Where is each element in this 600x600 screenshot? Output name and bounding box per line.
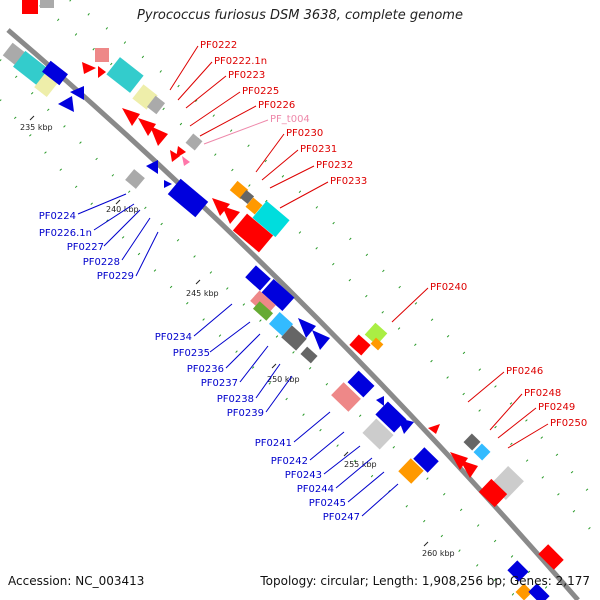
scale-label: 250 kbp bbox=[267, 375, 300, 384]
gene-label-minus[interactable]: PF0224 bbox=[39, 211, 76, 222]
scale-label: 255 kbp bbox=[344, 460, 377, 469]
gene-label-plus[interactable]: PF0233 bbox=[330, 176, 367, 187]
scale-label: 240 kbp bbox=[106, 205, 139, 214]
gene-label-minus[interactable]: PF0234 bbox=[155, 332, 192, 343]
gene-label-minus[interactable]: PF0239 bbox=[227, 408, 264, 419]
plus-strand-genes bbox=[22, 0, 564, 570]
gene-label-minus[interactable]: PF0245 bbox=[309, 498, 346, 509]
scale-label: 235 kbp bbox=[20, 123, 53, 132]
gene-label-plus[interactable]: PF0249 bbox=[538, 402, 575, 413]
gene-label-minus[interactable]: PF0227 bbox=[67, 242, 104, 253]
accession-text: Accession: NC_003413 bbox=[8, 574, 145, 588]
genome-title: Pyrococcus furiosus DSM 3638, complete g… bbox=[137, 8, 463, 23]
rna-leader-line bbox=[203, 119, 269, 145]
gene-label-plus[interactable]: PF0240 bbox=[430, 282, 467, 293]
gene-label-minus[interactable]: PF0237 bbox=[201, 378, 238, 389]
scale-label: 260 kbp bbox=[422, 549, 455, 558]
genome-summary-text: Topology: circular; Length: 1,908,256 bp… bbox=[260, 574, 590, 588]
gene-label-minus[interactable]: PF0244 bbox=[297, 484, 334, 495]
minus-strand-genes bbox=[2, 42, 550, 600]
gene-label-minus[interactable]: PF0241 bbox=[255, 438, 292, 449]
gene-label-plus[interactable]: PF0231 bbox=[300, 144, 337, 155]
gene-label-minus[interactable]: PF0243 bbox=[285, 470, 322, 481]
gene-label-plus[interactable]: PF0248 bbox=[524, 388, 561, 399]
gene-label-plus[interactable]: PF0230 bbox=[286, 128, 323, 139]
gene-label-minus[interactable]: PF0229 bbox=[97, 271, 134, 282]
gene-label-minus[interactable]: PF0226.1n bbox=[39, 228, 92, 239]
gene-label-plus[interactable]: PF0222.1n bbox=[214, 56, 267, 67]
scale-label: 245 kbp bbox=[186, 289, 219, 298]
gene-label-plus[interactable]: PF0225 bbox=[242, 86, 279, 97]
scale-tick-marks bbox=[29, 115, 429, 547]
gene-label-minus[interactable]: PF0242 bbox=[271, 456, 308, 467]
gene-label-minus[interactable]: PF0238 bbox=[217, 394, 254, 405]
plus-leader-lines bbox=[169, 45, 549, 449]
gene-label-minus[interactable]: PF0228 bbox=[83, 257, 120, 268]
gene-label-plus[interactable]: PF0246 bbox=[506, 366, 543, 377]
rna-gene-label[interactable]: PF_t004 bbox=[270, 114, 310, 125]
gene-label-plus[interactable]: PF0222 bbox=[200, 40, 237, 51]
gene-label-plus[interactable]: PF0223 bbox=[228, 70, 265, 81]
gene-label-minus[interactable]: PF0236 bbox=[187, 364, 224, 375]
gene-label-minus[interactable]: PF0247 bbox=[323, 512, 360, 523]
gene-label-plus[interactable]: PF0250 bbox=[550, 418, 587, 429]
minus-leader-lines bbox=[77, 193, 399, 517]
gene-label-plus[interactable]: PF0226 bbox=[258, 100, 295, 111]
genome-backbone bbox=[6, 28, 580, 600]
gene-label-minus[interactable]: PF0235 bbox=[173, 348, 210, 359]
gene-label-plus[interactable]: PF0232 bbox=[316, 160, 353, 171]
